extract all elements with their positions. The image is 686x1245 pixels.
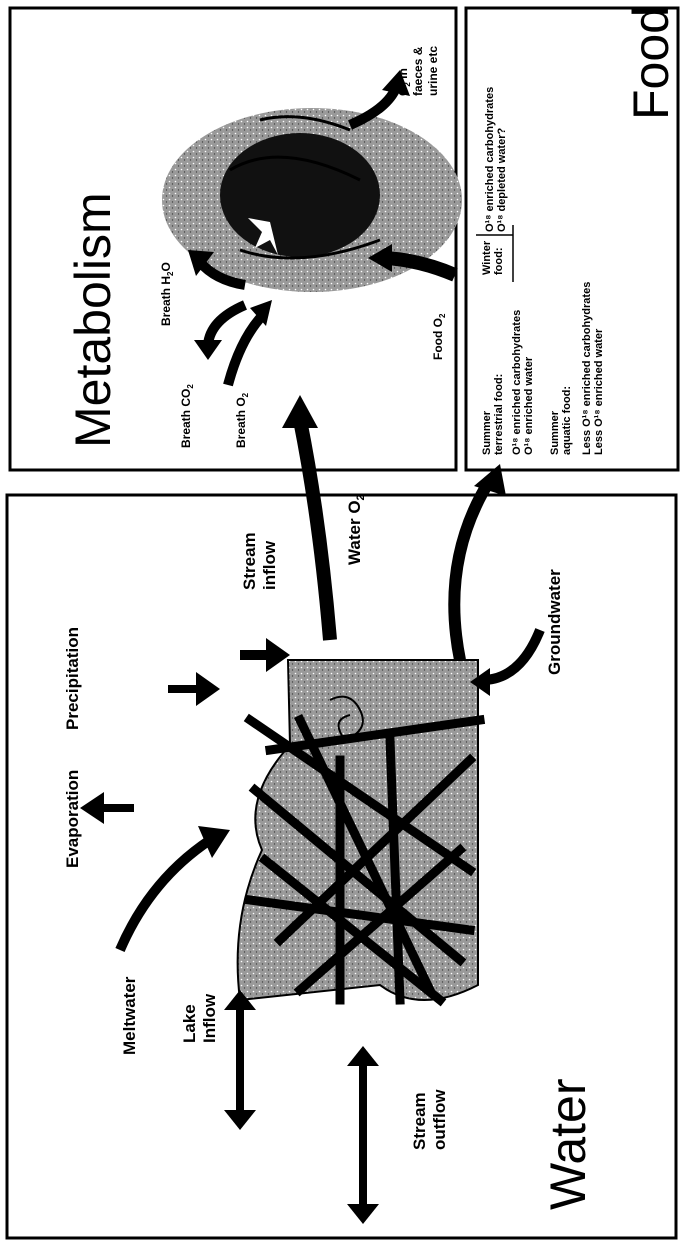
groundwater-arrow [482,630,540,680]
food-text: Summer terrestrial food: O¹⁸ enriched ca… [476,87,605,455]
water-o2-label: Water O2 [345,494,367,565]
faeces-label-1: O2 in [396,68,412,96]
meltwater-arrow [120,840,210,950]
summer-aquatic-heading-2: aquatic food: [561,386,573,455]
meltwater-label: Meltwater [120,976,139,1055]
winter-line-1: O¹⁸ enriched carbohydrates [484,87,496,232]
food-o2-label: Food O2 [431,313,447,360]
stream-outflow-arrow [347,1046,379,1224]
breath-o2-label: Breath O2 [234,392,250,448]
water-title: Water [540,1079,596,1211]
lake-inflow-label-1: Lake [180,1004,199,1043]
summer-terrestrial-line-2: O¹⁸ enriched water [523,356,535,455]
metabolism-title: Metabolism [65,192,121,448]
lake-inflow-label-2: Inflow [200,993,219,1043]
stream-inflow-label-2: inflow [260,540,279,590]
winter-line-2: O¹⁸ depleted water? [496,128,508,232]
breath-co2-arrow [208,305,245,345]
lake-inflow-arrow [224,990,256,1130]
faeces-label-2: faeces & [411,46,425,96]
evaporation-label: Evaporation [63,770,82,868]
precipitation-arrow [168,672,220,706]
summer-terrestrial-heading-1: Summer [481,410,493,455]
summer-terrestrial-line-1: O¹⁸ enriched carbohydrates [511,310,523,455]
evaporation-arrow [80,792,134,824]
stream-outflow-label-2: outflow [430,1089,449,1150]
winter-heading-2: food: [493,248,505,275]
breath-h2o-label: Breath H2O [159,262,175,326]
lake-illustration [238,660,480,1000]
stream-outflow-label-1: Stream [410,1092,429,1150]
faeces-label-3: urine etc [426,46,440,96]
summer-aquatic-line-1: Less O¹⁸ enriched carbohydrates [581,282,593,455]
winter-heading-1: Winter [481,240,493,275]
summer-aquatic-line-2: Less O¹⁸ enriched water [593,328,605,455]
summer-aquatic-heading-1: Summer [549,410,561,455]
breath-o2-arrow [228,316,262,385]
stream-inflow-arrow [240,638,290,672]
precipitation-label: Precipitation [63,627,82,730]
summer-terrestrial-heading-2: terrestrial food: [493,374,505,455]
water-to-food-arrow [454,480,490,660]
stream-inflow-label-1: Stream [240,532,259,590]
food-title: Food [623,6,679,120]
breath-co2-label: Breath CO2 [179,384,195,448]
water-o2-arrow [300,420,330,640]
groundwater-label: Groundwater [545,569,564,675]
